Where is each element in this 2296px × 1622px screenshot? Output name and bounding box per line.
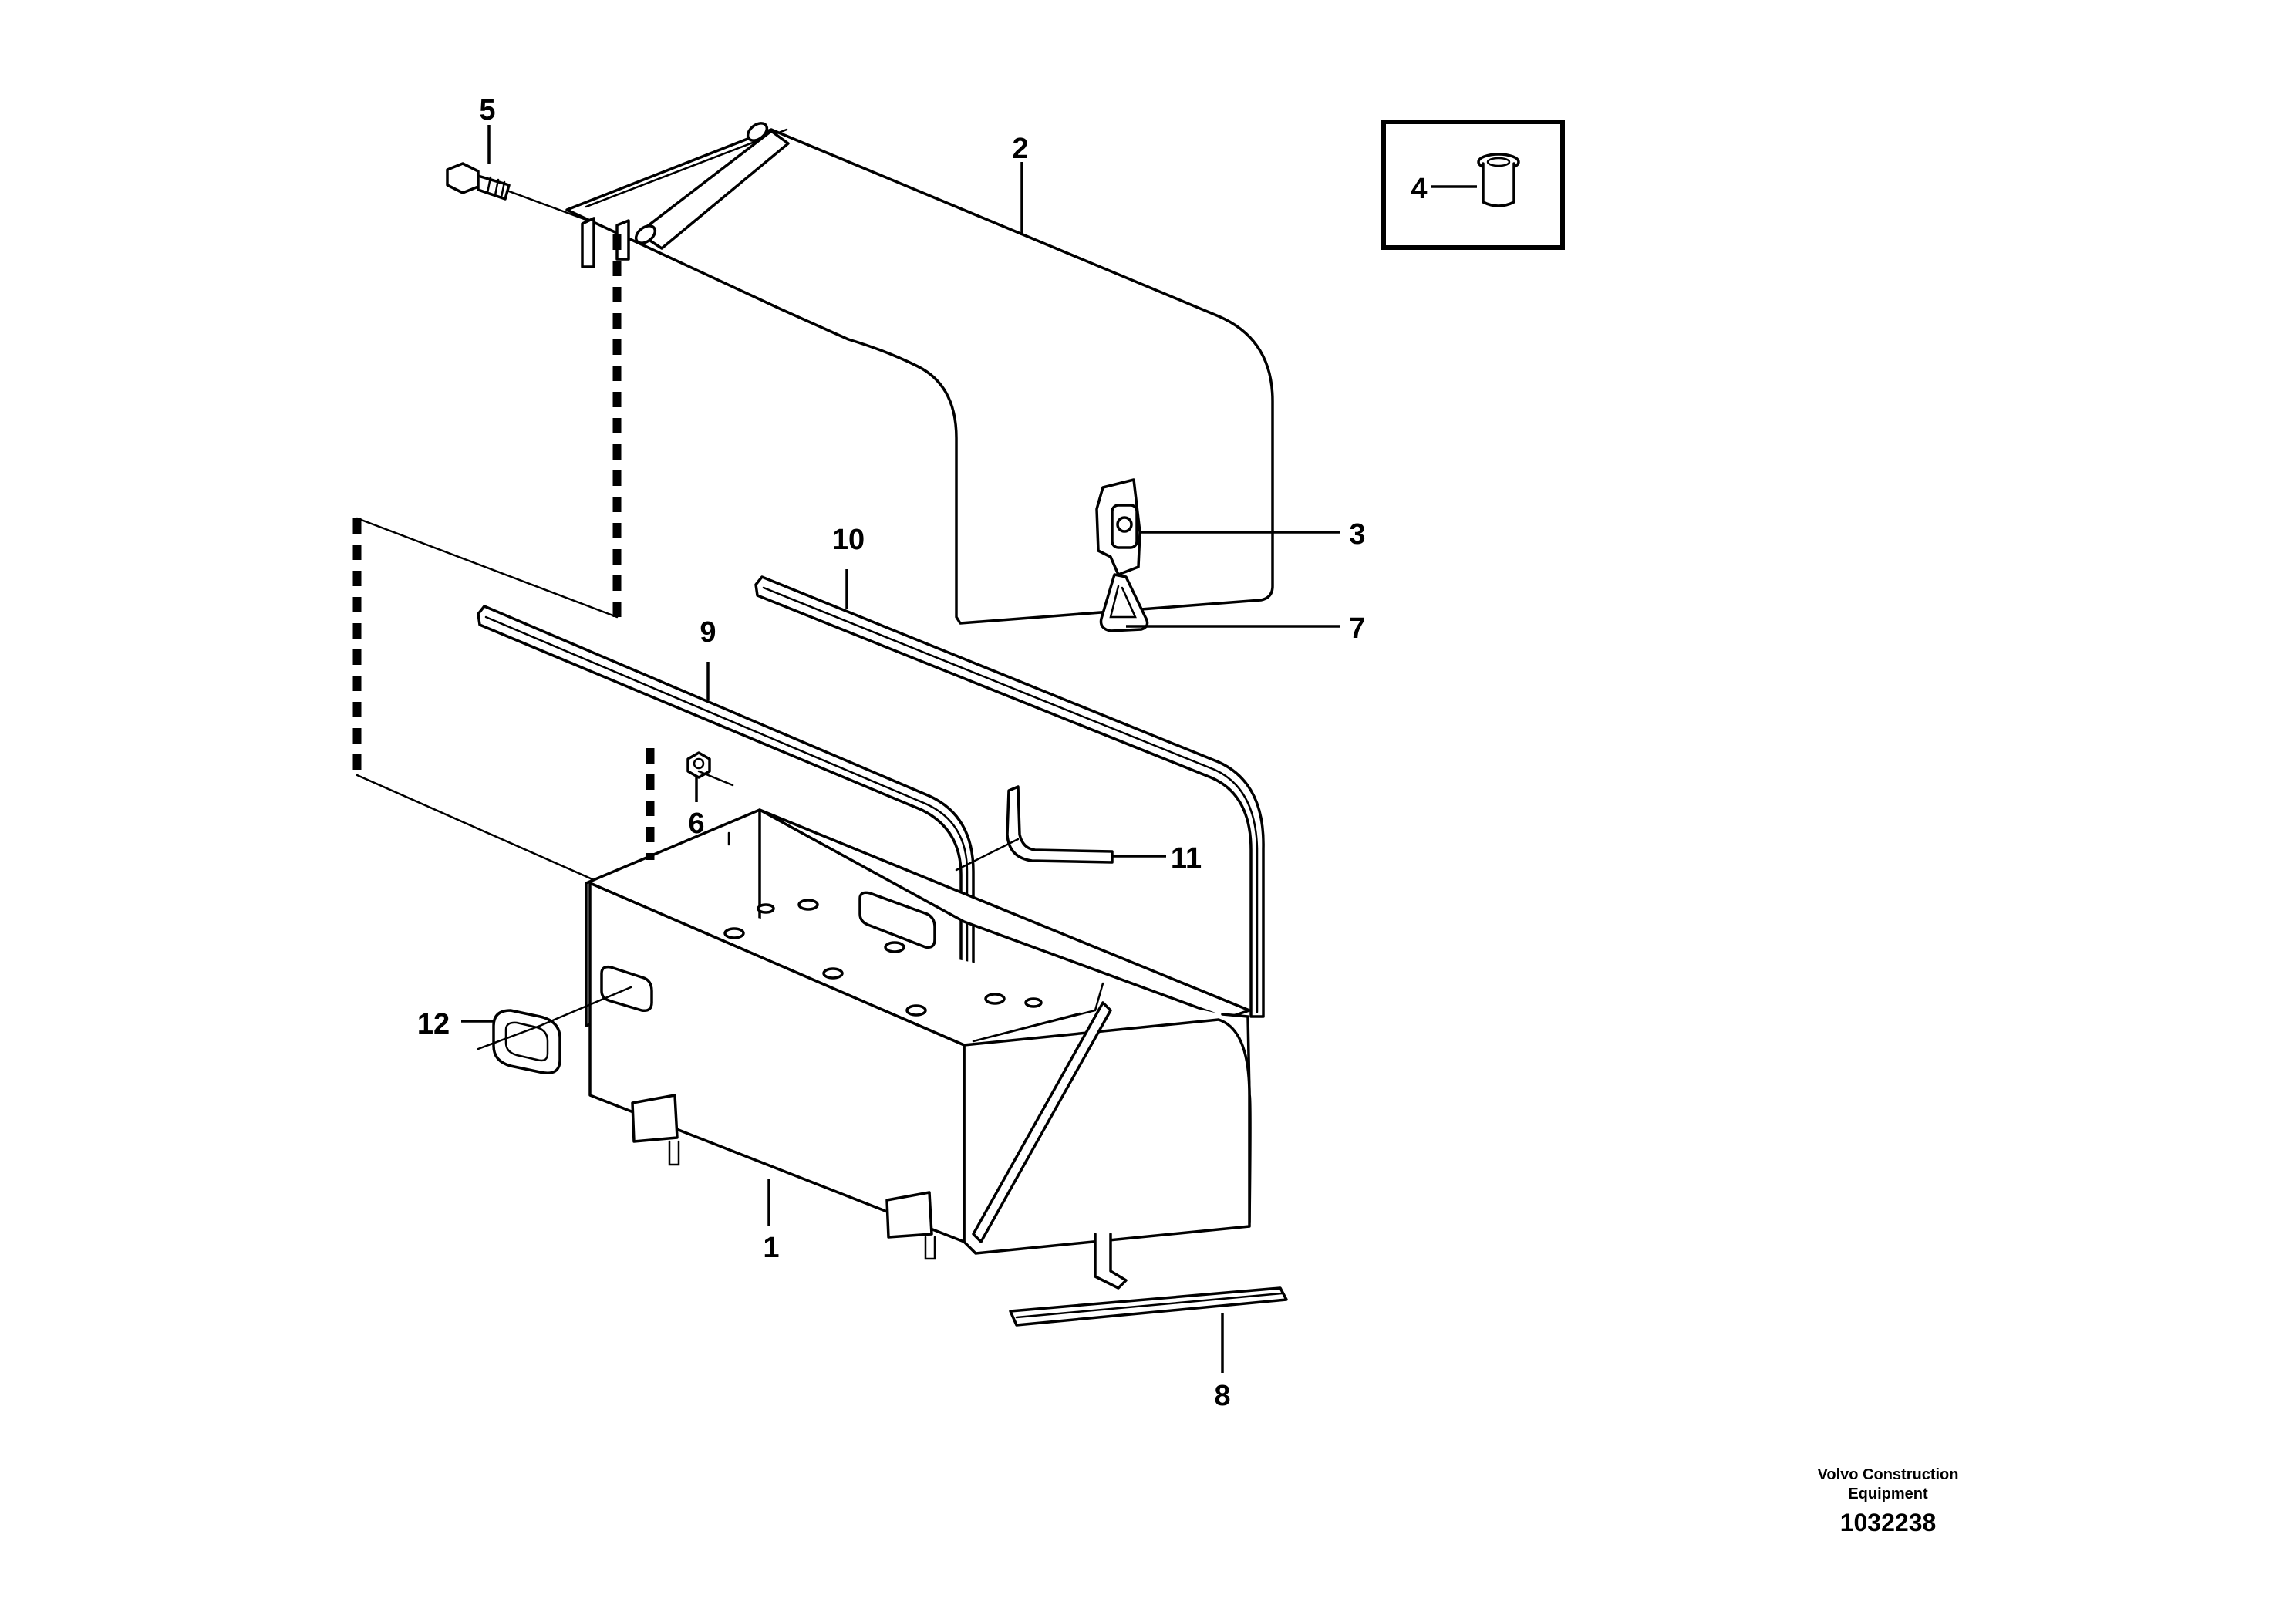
callout-7: 7: [1349, 612, 1365, 645]
hinge-rod: [634, 122, 790, 250]
battery-box-part: [585, 808, 1252, 1290]
bushing-part: [1477, 153, 1520, 207]
brand-line-1: Volvo Construction: [1818, 1466, 1959, 1483]
assembly-thin-lines: [356, 190, 1020, 1050]
callout-6: 6: [688, 808, 704, 840]
callout-3: 3: [1349, 518, 1365, 551]
drawing-number: 1032238: [1840, 1509, 1937, 1536]
callout-12: 12: [417, 1008, 450, 1040]
callout-2: 2: [1012, 133, 1028, 165]
edge-strip-8-part: [1009, 1286, 1288, 1327]
j-rod-part: [1006, 785, 1114, 864]
leader-lines: [461, 125, 1477, 1373]
callout-10: 10: [832, 524, 865, 556]
callout-8: 8: [1214, 1380, 1230, 1412]
grommet-part: [492, 1009, 561, 1074]
bolt-part: [446, 162, 511, 201]
battery-cover-part: [565, 128, 1274, 625]
callout-1: 1: [763, 1232, 779, 1264]
callout-11: 11: [1171, 842, 1202, 875]
callout-9: 9: [700, 616, 716, 649]
bushing-detail-box: [1381, 120, 1565, 250]
callout-5: 5: [479, 94, 495, 126]
footer: Volvo Construction Equipment 1032238: [1818, 1466, 1959, 1536]
brand-line-2: Equipment: [1848, 1485, 1928, 1502]
nut-part: [686, 751, 711, 779]
callout-labels: 1 2 3 4 5 6 7 8 9 10 11 12: [417, 94, 1428, 1412]
latch-handle-part: [1099, 573, 1149, 632]
edge-strip-10-part: [754, 575, 1265, 1018]
assembly-dashed-lines: [352, 234, 655, 860]
callout-4: 4: [1411, 173, 1427, 205]
